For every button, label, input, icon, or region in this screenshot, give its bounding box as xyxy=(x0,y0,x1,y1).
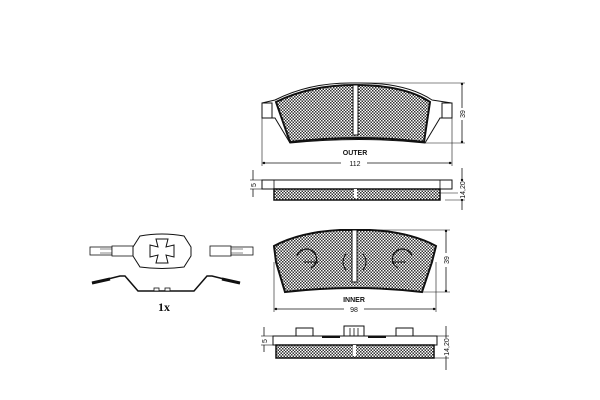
outer-pad-side-view xyxy=(261,179,463,201)
outer-pad-label: OUTER xyxy=(343,150,368,157)
inner-total-thickness-label: 14,20 xyxy=(444,338,451,356)
outer-height-dimension: 39 xyxy=(360,82,467,144)
anti-rattle-clip-top-view xyxy=(89,233,254,269)
outer-backplate-thickness-label: 5 xyxy=(251,183,258,187)
accessory-quantity-label: 1x xyxy=(158,300,170,314)
piston-mark-right xyxy=(391,248,413,269)
outer-backplate-thickness-dimension: 5 xyxy=(250,170,262,197)
outer-total-thickness-dimension: 14,20 xyxy=(445,168,467,210)
pad-slot xyxy=(351,229,358,283)
inner-total-thickness-dimension: 14,20 xyxy=(434,326,451,370)
outer-total-thickness-label: 14,20 xyxy=(460,181,467,199)
inner-pad-front-view xyxy=(272,229,438,294)
inner-backplate-thickness-label: 5 xyxy=(262,339,269,343)
outer-height-label: 39 xyxy=(460,110,467,118)
outer-pad-front-view xyxy=(261,82,453,144)
clip-left xyxy=(295,327,314,337)
inner-pad-label: INNER xyxy=(343,297,365,304)
outer-width-label: 112 xyxy=(349,161,360,168)
inner-pad-side-view xyxy=(272,325,438,359)
outer-width-dimension: OUTER 112 xyxy=(261,118,453,168)
clip-right xyxy=(395,327,414,337)
anti-rattle-clip-side-view xyxy=(91,275,241,292)
piston-mark-left xyxy=(296,248,318,269)
inner-height-label: 39 xyxy=(444,256,451,264)
inner-width-dimension: INNER 98 xyxy=(273,262,437,314)
pad-slot xyxy=(352,84,359,136)
cross-icon xyxy=(149,238,175,264)
inner-backplate-thickness-dimension: 5 xyxy=(261,327,273,352)
inner-width-label: 98 xyxy=(350,307,358,314)
